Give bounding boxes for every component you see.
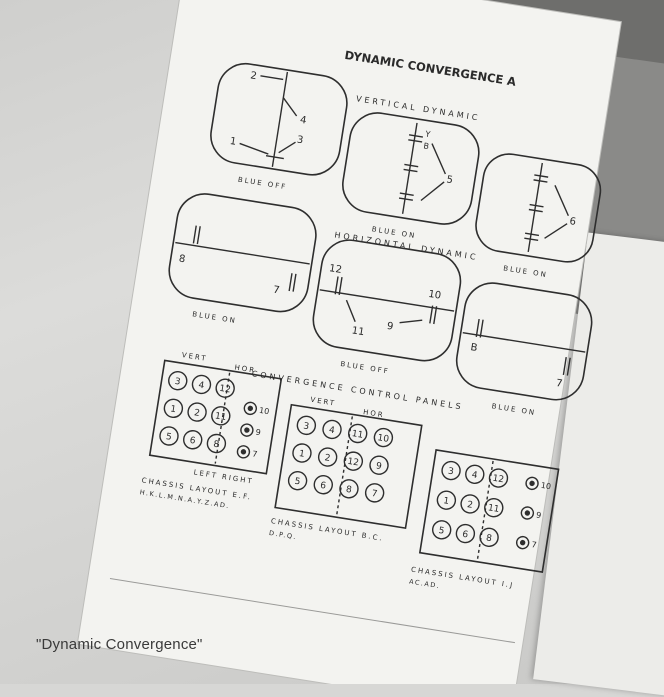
p3-dot-9-dot <box>525 511 530 516</box>
mark-11: 11 <box>351 325 365 338</box>
p1-dot-10-dot <box>248 406 253 411</box>
p1-dot-9-dot <box>245 428 250 433</box>
p3-knob-11: 11 <box>487 503 500 515</box>
p1-knob-11: 11 <box>214 411 227 423</box>
p2-knob-10: 10 <box>377 433 390 445</box>
caption: "Dynamic Convergence" <box>36 636 203 653</box>
p3-dot-7-dot <box>520 540 525 545</box>
p3-dot-10-dot <box>530 481 535 486</box>
p3-knob-12: 12 <box>492 474 505 486</box>
p1-dot-10: 10 <box>258 406 269 416</box>
mark-12: 12 <box>328 263 342 276</box>
p1-knob-12: 12 <box>218 384 231 396</box>
p1-dot-7-dot <box>241 450 246 455</box>
mark-10: 10 <box>427 289 441 302</box>
p2-knob-11: 11 <box>351 429 364 441</box>
p3-dot-10: 10 <box>540 481 551 491</box>
p2-knob-12: 12 <box>347 457 360 469</box>
